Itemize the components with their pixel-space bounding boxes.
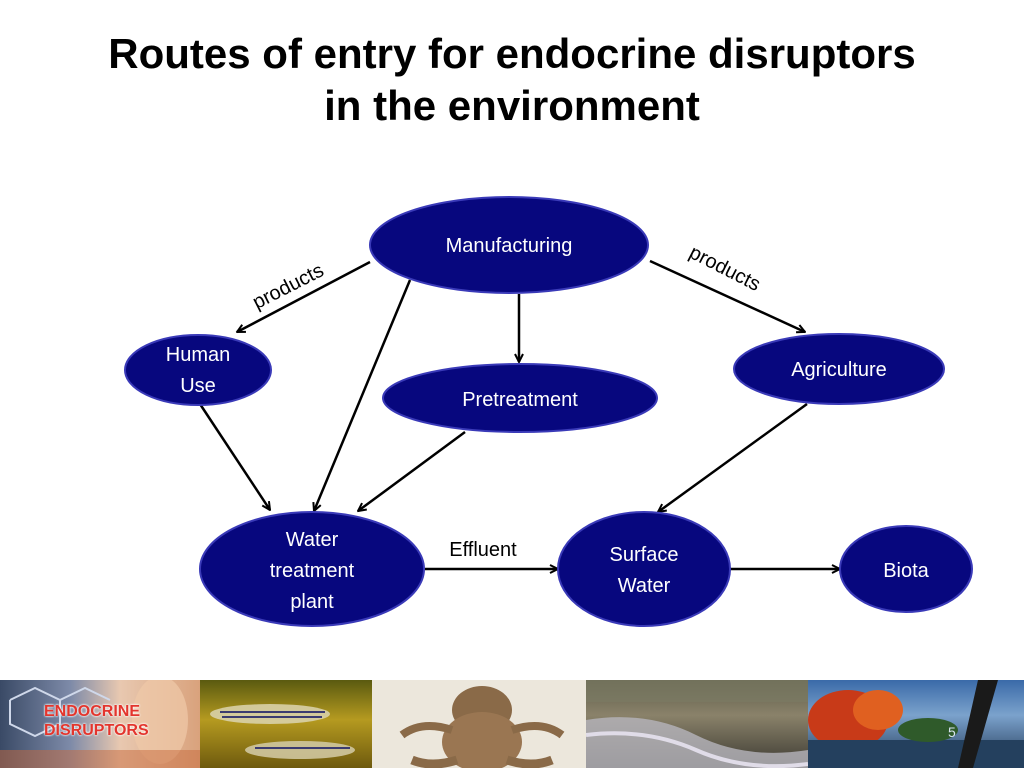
edge-human-use-to-water-treatment-plant [198,403,270,510]
node-biota: Biota [839,525,973,613]
routes-diagram: products products Effluent Manufacturing… [124,196,973,627]
frog-photo [372,680,586,768]
slide-title-line-1: Routes of entry for endocrine disruptors [108,30,916,77]
node-label: Human [166,344,230,366]
node-shape [369,196,649,294]
node-pretreatment: Pretreatment [382,363,658,433]
lake-image [808,680,1024,768]
frog-image [399,686,565,768]
node-label: Biota [883,560,929,582]
node-surface-water: Surface Water [557,511,731,627]
node-label: Manufacturing [446,235,573,257]
node-shape [382,363,658,433]
node-shape [199,511,425,627]
node-label: Use [180,375,216,397]
stream-photo [586,680,808,768]
node-human-use: Human Use [124,334,272,406]
zebrafish-photo [200,680,372,768]
node-label: treatment [270,560,355,582]
logo-line-2: DISRUPTORS [44,722,149,739]
edge-manufacturing-to-human-use [237,260,371,334]
slide-title-line-2: in the environment [324,82,700,129]
node-shape [839,525,973,613]
node-shape [124,334,272,406]
edge-label-effluent: Effluent [449,539,517,561]
node-label: Pretreatment [462,389,578,411]
stream-image [586,680,808,768]
edge-manufacturing-to-water-treatment-plant [314,279,412,511]
node-label: Surface [610,544,679,566]
node-agriculture: Agriculture [733,333,945,405]
node-label: Agriculture [791,359,887,381]
page-number: 5 [948,724,956,740]
node-water-treatment-plant: Water treatment plant [199,511,425,627]
edge-agriculture-to-surface-water [658,402,808,512]
node-shape [733,333,945,405]
node-label: Water [618,575,671,597]
edge-label-products-right: products [686,241,764,295]
fish-image [210,704,355,759]
node-shape [557,511,731,627]
node-label: plant [290,591,334,613]
molecule-icon [0,680,200,768]
lake-photo [808,680,1024,768]
node-manufacturing: Manufacturing [369,196,649,294]
edge-manufacturing-to-agriculture [649,259,805,332]
logo-line-1: ENDOCRINE [44,703,141,720]
logo-panel: ENDOCRINE DISRUPTORS [0,680,200,768]
endocrine-disruptors-logo: ENDOCRINE DISRUPTORS [44,702,194,740]
photo-strip: ENDOCRINE DISRUPTORS [0,680,1024,768]
edge-pretreatment-to-water-treatment-plant [358,430,466,511]
edges [198,259,840,569]
slide-title: Routes of entry for endocrine disruptors… [0,28,1024,132]
node-label: Water [286,529,339,551]
